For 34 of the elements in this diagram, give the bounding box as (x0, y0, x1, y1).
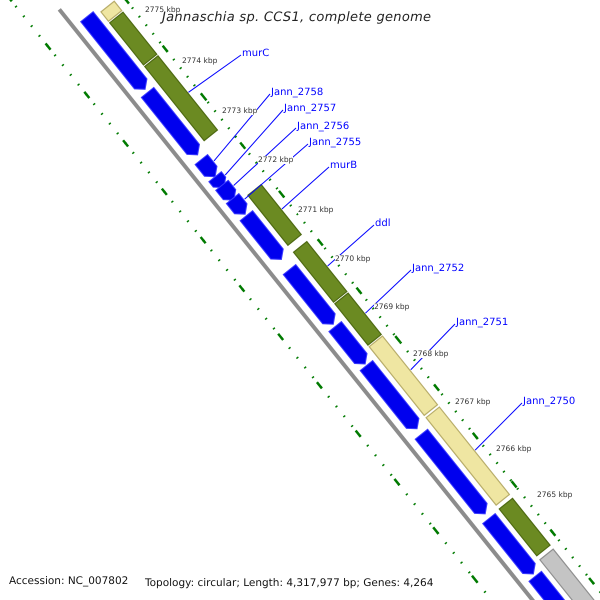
gene-pentagon (226, 192, 248, 215)
leader-line (281, 166, 330, 210)
gene-label: Jann_2755 (309, 138, 362, 148)
leader-line (474, 402, 522, 451)
accession-text: Accession: NC_007802 (9, 576, 128, 586)
leader-line (327, 224, 374, 266)
genome-stats-text: Topology: circular; Length: 4,317,977 bp; Genes: 4,264 (145, 578, 434, 588)
gene-pentagon (239, 210, 284, 260)
leader-line (224, 110, 284, 176)
gene-pentagon (140, 86, 200, 156)
leader-line (364, 270, 412, 314)
gene-label: murC (242, 49, 270, 59)
gene-label: Jann_2757 (284, 104, 336, 114)
leader-line (188, 54, 242, 93)
gene-pentagon (482, 512, 536, 574)
gene-pentagon (80, 11, 148, 90)
gene-label: murB (330, 161, 358, 171)
gene-label: Jann_2758 (271, 88, 324, 98)
gene-pentagon (194, 154, 218, 178)
leader-line (233, 128, 296, 186)
gene-label: Jann_2750 (523, 397, 576, 407)
leader-line (214, 94, 270, 162)
leader-line (244, 144, 308, 200)
gene-label: Jann_2752 (412, 264, 464, 274)
gene-pentagon (208, 171, 226, 188)
gene-pentagon (282, 264, 336, 325)
gene-label: Jann_2756 (297, 122, 350, 132)
gene-pentagon (414, 428, 488, 514)
gene-pentagon (359, 360, 420, 430)
gene-pentagon (215, 180, 236, 201)
gene-label: ddl (375, 219, 390, 229)
gene-label: Jann_2751 (456, 318, 508, 328)
gene-pentagon (328, 320, 368, 365)
gene-block (100, 0, 123, 22)
